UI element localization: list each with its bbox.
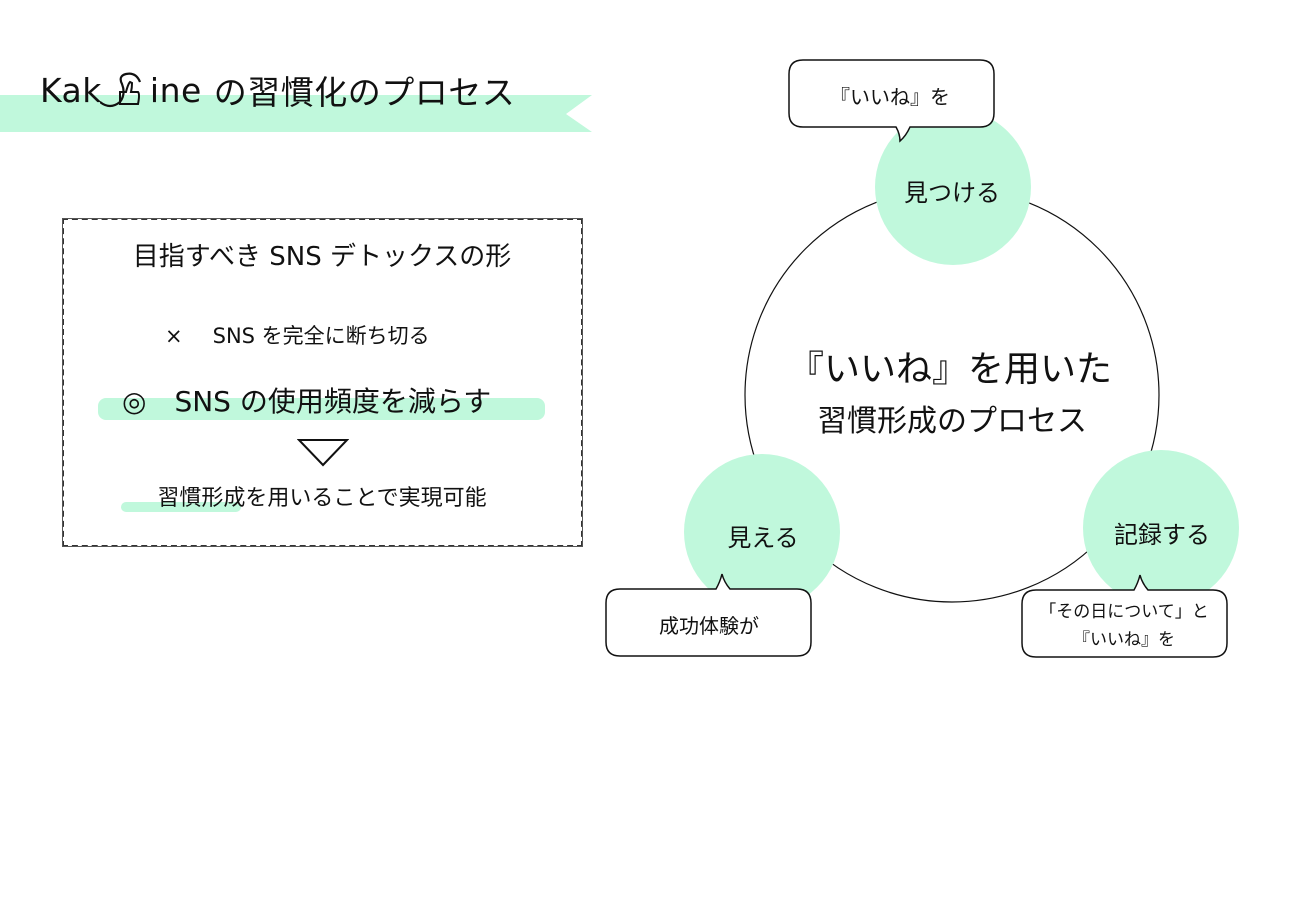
conclusion-text: 習慣形成を用いることで実現可能 — [157, 486, 487, 511]
bad-option-text: SNS を完全に断ち切る — [212, 324, 430, 348]
node-circle-see — [684, 454, 840, 610]
highlight-mark-small — [121, 502, 241, 512]
bubble-record-text-1: 「その日について」と — [1039, 602, 1209, 622]
good-option: ◎ SNS の使用頻度を減らす — [122, 380, 491, 420]
logo-right: ine — [149, 70, 202, 110]
bubble-record — [1021, 574, 1228, 658]
title-text: の習慣化のプロセス — [213, 73, 516, 112]
bubble-find-text: 『いいね』を — [830, 85, 950, 109]
bubble-see — [605, 573, 812, 657]
detox-box — [62, 218, 583, 547]
bubble-see-text: 成功体験が — [659, 614, 759, 638]
cycle-center-line1: 『いいね』を用いた — [787, 349, 1113, 390]
bubble-find — [788, 59, 995, 143]
title-ribbon — [0, 95, 592, 132]
box-heading: 目指すべき SNS デトックスの形 — [132, 242, 512, 272]
node-circle-find — [875, 109, 1031, 265]
cycle-center-line2: 習慣形成のプロセス — [817, 404, 1087, 439]
bad-option: × SNS を完全に断ち切る — [165, 320, 430, 350]
node-see-label: 見える — [727, 524, 799, 552]
good-option-text: SNS の使用頻度を減らす — [174, 385, 492, 418]
thumbs-up-icon — [99, 72, 141, 108]
double-circle-icon: ◎ — [122, 385, 147, 418]
bubble-record-text-2: 『いいね』を — [1073, 630, 1175, 650]
cross-icon: × — [165, 324, 183, 348]
node-record-label: 記録する — [1114, 521, 1210, 549]
highlight-mark — [98, 398, 545, 420]
page-title: Kak ine の習慣化のプロセス — [40, 66, 515, 114]
logo-left: Kak — [40, 70, 102, 110]
node-circle-record — [1083, 450, 1239, 606]
down-triangle-icon — [297, 439, 349, 467]
node-find-label: 見つける — [904, 179, 1000, 207]
